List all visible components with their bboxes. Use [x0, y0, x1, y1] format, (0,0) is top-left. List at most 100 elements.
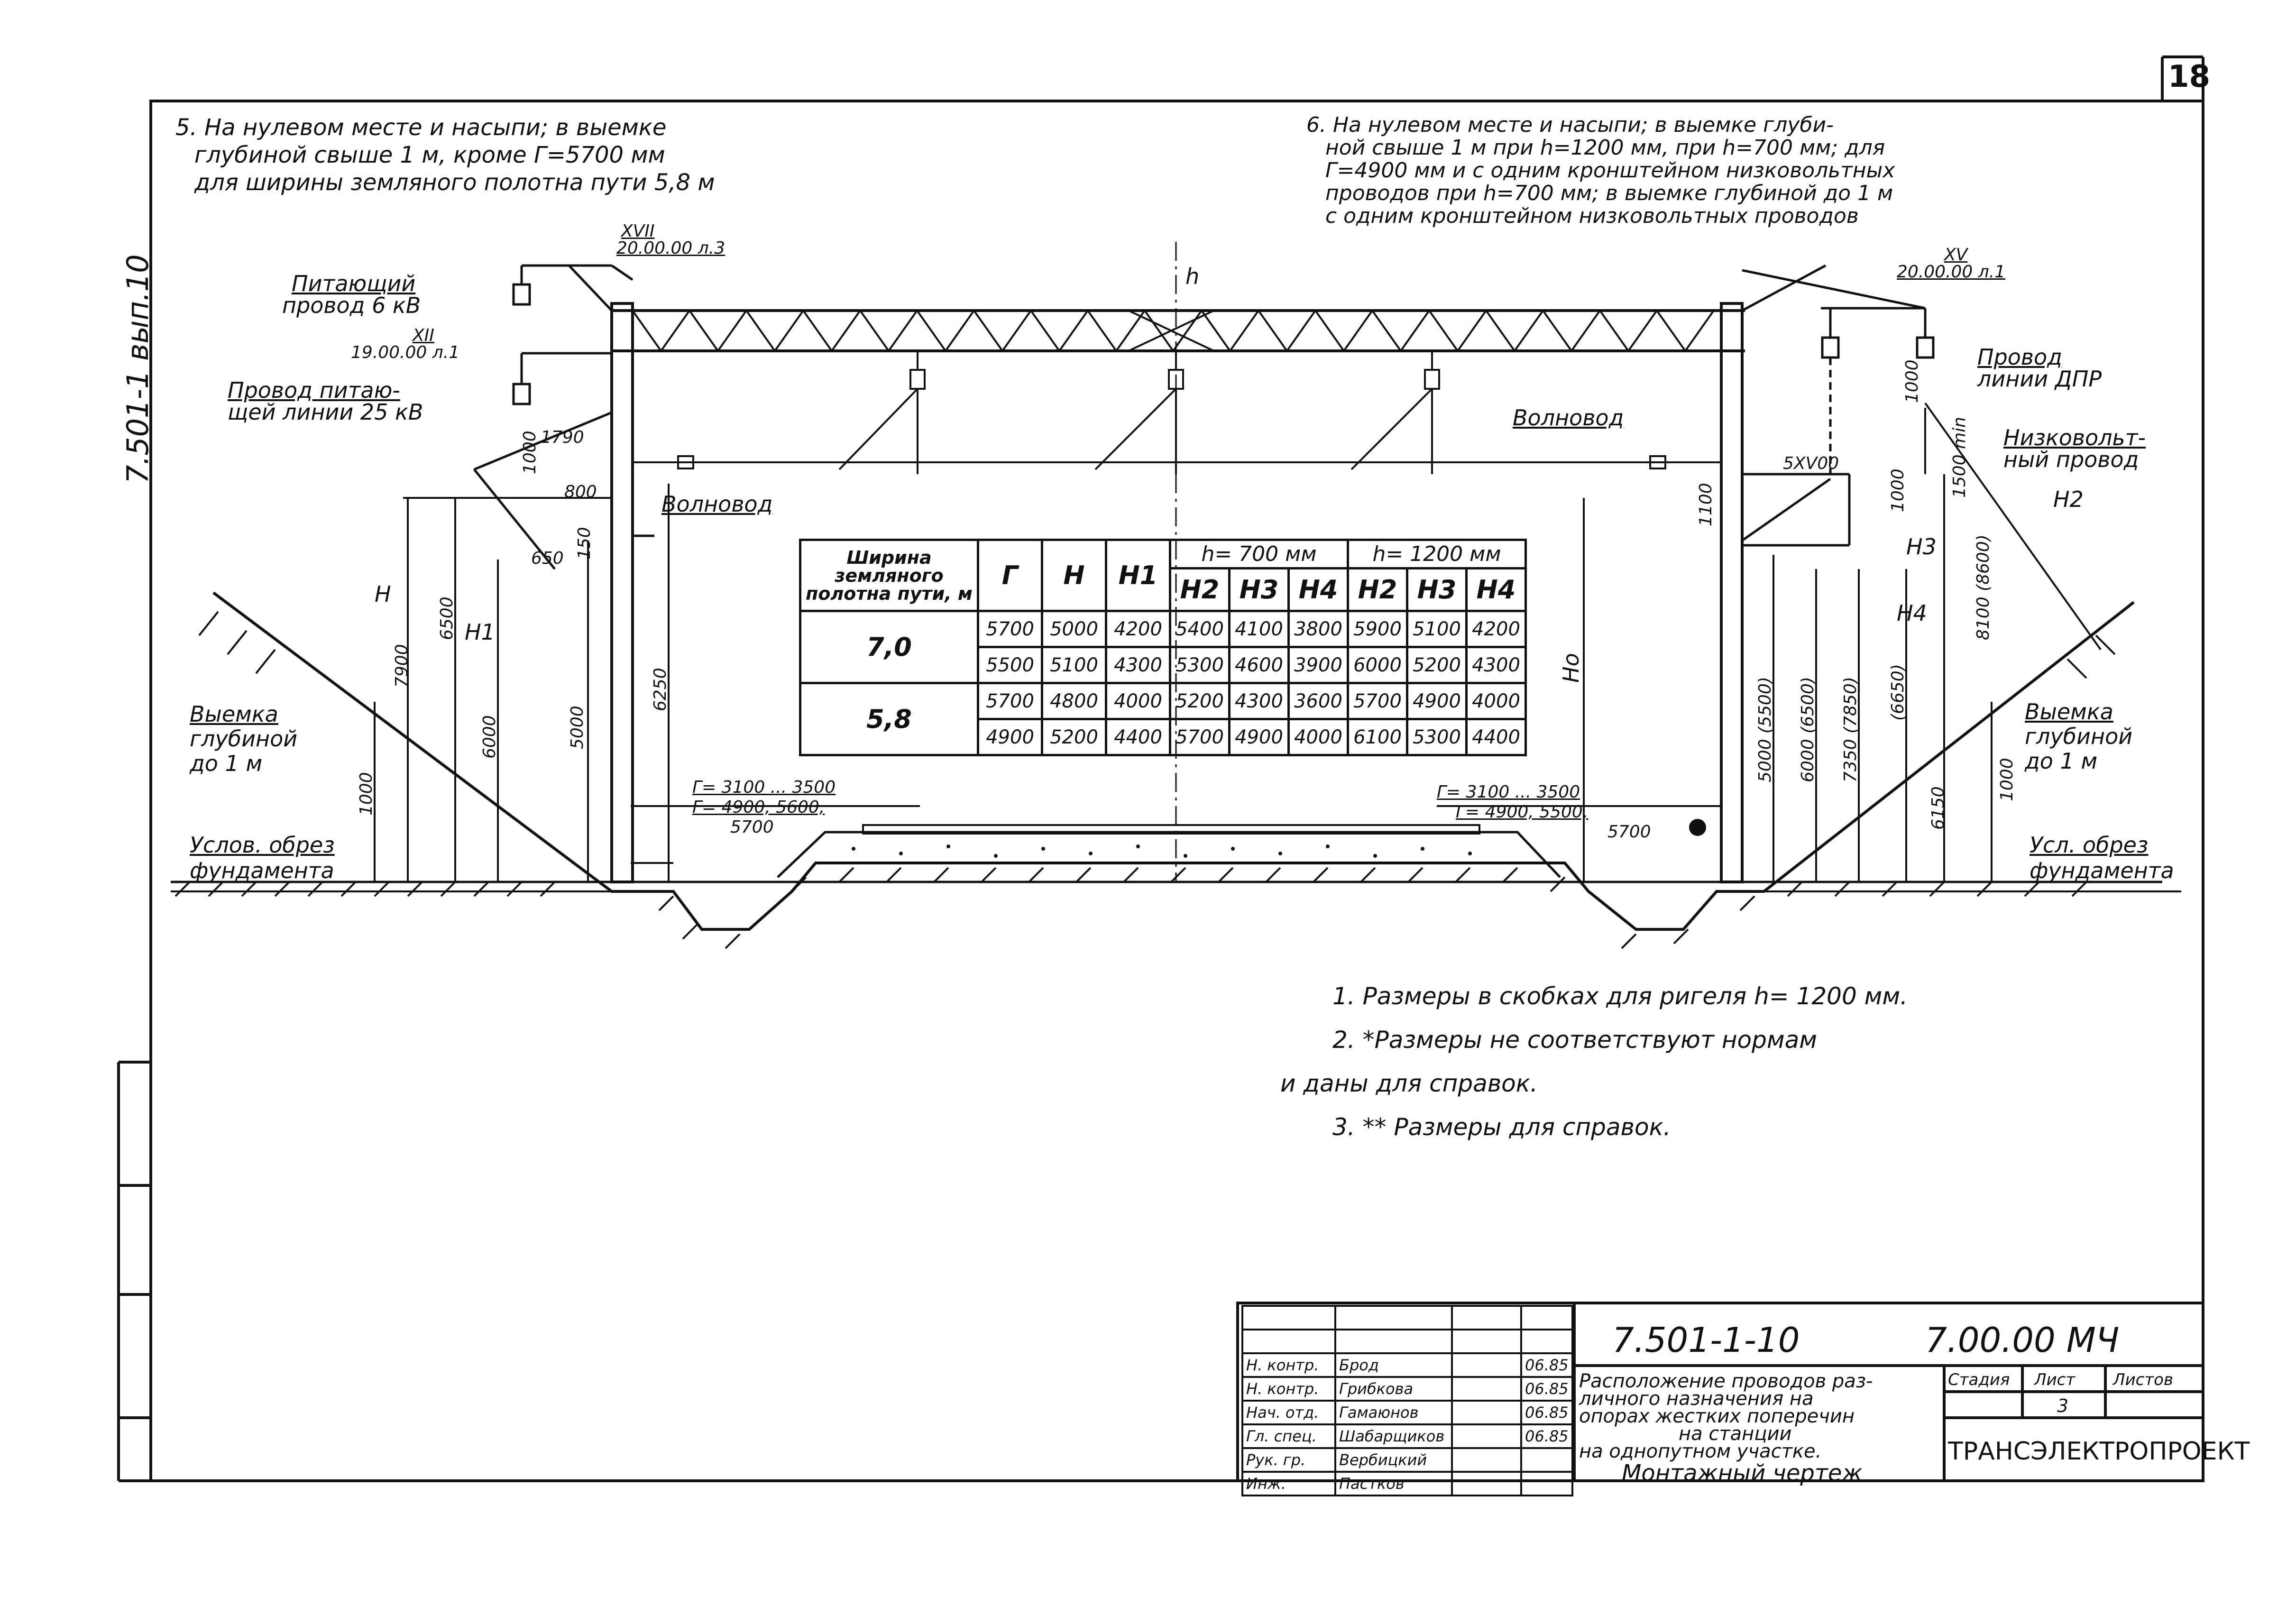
table-cell: 3900 — [1287, 646, 1349, 684]
dim-mark: H1 — [465, 619, 495, 645]
right-pole — [1720, 302, 1744, 883]
dim-mark: 650 — [531, 549, 564, 568]
doc-code: 7.00.00 МЧ — [1925, 1320, 2120, 1360]
table-cell: 5900 — [1347, 610, 1408, 648]
table-cell: 6100 — [1347, 718, 1408, 756]
table-cell: 6000 — [1347, 646, 1408, 684]
table-cell: 5700 — [977, 682, 1043, 720]
stamp-date: 06.85 — [1520, 1376, 1573, 1402]
table-header-width: Ширина земляного полотна пути, м — [799, 539, 979, 612]
table-cell: 4200 — [1465, 610, 1527, 648]
ground-profile — [212, 591, 2135, 931]
table-header: H4 — [1287, 567, 1349, 612]
stamp-role: Нач. отд. — [1241, 1400, 1336, 1425]
stamp-role: Н. контр. — [1241, 1376, 1336, 1402]
dim-mark: 1100 — [1696, 483, 1716, 526]
stamp-date — [1520, 1471, 1573, 1496]
stamp-role: Гл. спец. — [1241, 1423, 1336, 1449]
table-cell: 3600 — [1287, 682, 1349, 720]
table-cell: 5500 — [977, 646, 1043, 684]
table-cell: 4200 — [1105, 610, 1171, 648]
table-cell: 4800 — [1041, 682, 1107, 720]
table-row: 5500 5100 4300 5300 4600 3900 6000 5200 … — [800, 646, 1527, 684]
catenary-hangers — [838, 351, 1440, 474]
organization-name: ТРАНСЭЛЕКТРОПРОЕКТ — [1948, 1437, 2250, 1466]
table-cell: 4900 — [1406, 682, 1468, 720]
table-cell: 3800 — [1287, 610, 1349, 648]
table-header: H1 — [1105, 539, 1171, 612]
table-row: Рук. гр.Вербицкий — [1241, 1447, 1573, 1473]
notes-block: 1. Размеры в скобках для ригеля h= 1200 … — [1280, 974, 1908, 1149]
frame-border — [149, 100, 2204, 1482]
dim-mark: 7900 — [392, 644, 412, 688]
rail-sleeper — [862, 824, 1480, 835]
table-cell: 5700 — [977, 610, 1043, 648]
sheet-header: Лист — [2034, 1370, 2076, 1389]
drawing-title: Расположение проводов раз- личного назна… — [1579, 1370, 1873, 1486]
dim-mark: 6000 — [480, 715, 499, 759]
stamp-date: 06.85 — [1520, 1423, 1573, 1449]
title-block-frame — [1236, 1302, 2204, 1482]
right-dimension-lines — [1437, 402, 2102, 882]
side-stamp: 7.501-1 вып.10 — [120, 254, 155, 484]
stamp-name: Вербицкий — [1334, 1447, 1453, 1473]
stamp-date: 06.85 — [1520, 1400, 1573, 1425]
table-header: H — [1041, 539, 1107, 612]
right-brackets — [1741, 264, 1935, 547]
stamp-date: 06.85 — [1520, 1352, 1573, 1378]
dim-mark: (6650) — [1888, 664, 1908, 721]
table-cell: 5700 — [1347, 682, 1408, 720]
note-1: 1. Размеры в скобках для ригеля h= 1200 … — [1332, 982, 1908, 1010]
left-dimension-lines — [374, 484, 920, 882]
sheet-value: 3 — [2057, 1395, 2069, 1416]
dim-mark: 1000 — [1997, 758, 2017, 801]
dim-mark: H — [375, 581, 391, 607]
dim-mark: H3 — [1906, 534, 1937, 560]
table-width-cell: 5,8 — [799, 682, 979, 756]
stamp-name: Шабарщиков — [1334, 1423, 1453, 1449]
table-cell: 4400 — [1465, 718, 1527, 756]
note-3: 3. ** Размеры для справок. — [1332, 1113, 1671, 1141]
stamp-name: Пастков — [1334, 1471, 1453, 1496]
dim-mark: 6150 — [1929, 786, 1948, 830]
table-header: Г — [977, 539, 1043, 612]
dim-mark: 1000 — [1888, 468, 1908, 512]
table-cell: 5300 — [1169, 646, 1231, 684]
dim-mark: 6500 — [437, 596, 457, 640]
table-header: H2 — [1169, 567, 1231, 612]
table-cell: 5000 — [1041, 610, 1107, 648]
dim-mark: 5ХV00 — [1783, 454, 1839, 473]
doc-number: 7.501-1-10 — [1612, 1320, 1800, 1360]
table-cell: 5200 — [1169, 682, 1231, 720]
table-cell: 4300 — [1465, 646, 1527, 684]
stamp-role: Рук. гр. — [1241, 1447, 1336, 1473]
table-group-header: h= 700 мм — [1169, 539, 1349, 569]
table-cell: 4300 — [1228, 682, 1290, 720]
table-row: Гл. спец.Шабарщиков 06.85 — [1241, 1423, 1573, 1449]
left-pole — [610, 302, 634, 883]
ho-label: Hо — [1558, 653, 1584, 683]
dim-mark: H2 — [2053, 486, 2084, 512]
dim-mark: 5000 — [568, 706, 587, 749]
dim-mark: H4 — [1897, 600, 1927, 626]
table-row: 5,8 5700 4800 4000 5200 4300 3600 5700 4… — [799, 682, 1527, 756]
sheet-number: 18 — [2168, 59, 2211, 94]
dim-mark: 1500 min — [1950, 417, 1969, 498]
h-label: h — [1185, 264, 1200, 289]
table-cell: 5300 — [1406, 718, 1468, 756]
dim-mark: 7350 (7850) — [1841, 677, 1860, 782]
table-row: 4900 5200 4400 5700 4900 4000 6100 5300 … — [800, 718, 1527, 756]
